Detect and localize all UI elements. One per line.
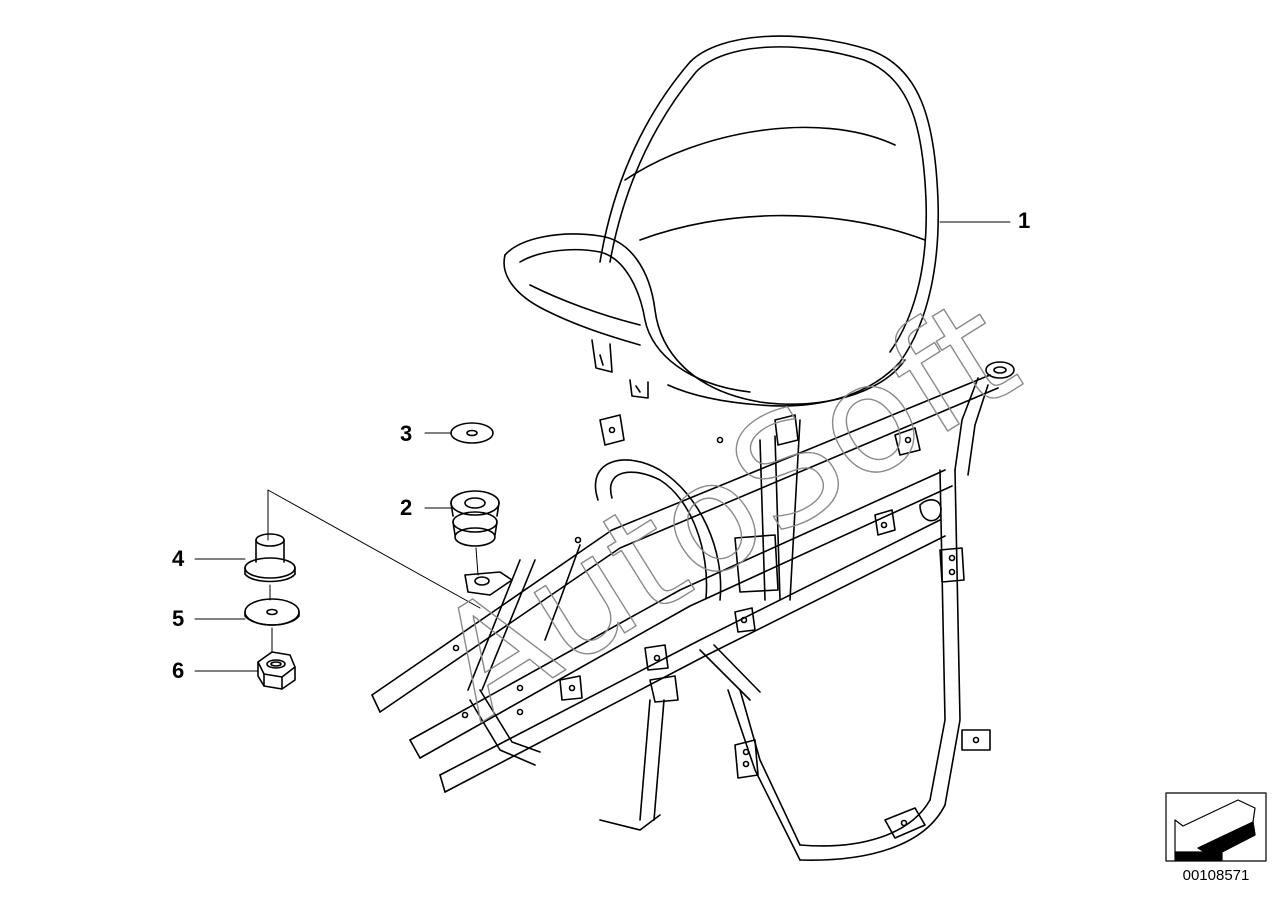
direction-arrow-icon [1165,792,1267,862]
mount-tab [464,571,513,596]
hex-nut-part-6 [257,651,296,690]
watermark: AutoSoft [406,264,1046,754]
spacer-sleeve-part-4 [244,533,296,583]
washer-part-3 [450,422,494,444]
callout-3: 3 [400,421,413,446]
washer-part-5 [244,598,300,626]
grommet-part-2 [450,490,500,547]
frame [371,361,1015,861]
leader-lines [194,221,1011,672]
callout-6: 6 [172,658,185,683]
callout-1: 1 [1018,208,1031,233]
callout-4: 4 [172,546,185,571]
seat [503,35,940,407]
watermark-text: AutoSoft [407,265,1046,754]
callout-2: 2 [400,495,413,520]
document-number: 00108571 [1182,867,1250,884]
callout-5: 5 [172,606,185,631]
